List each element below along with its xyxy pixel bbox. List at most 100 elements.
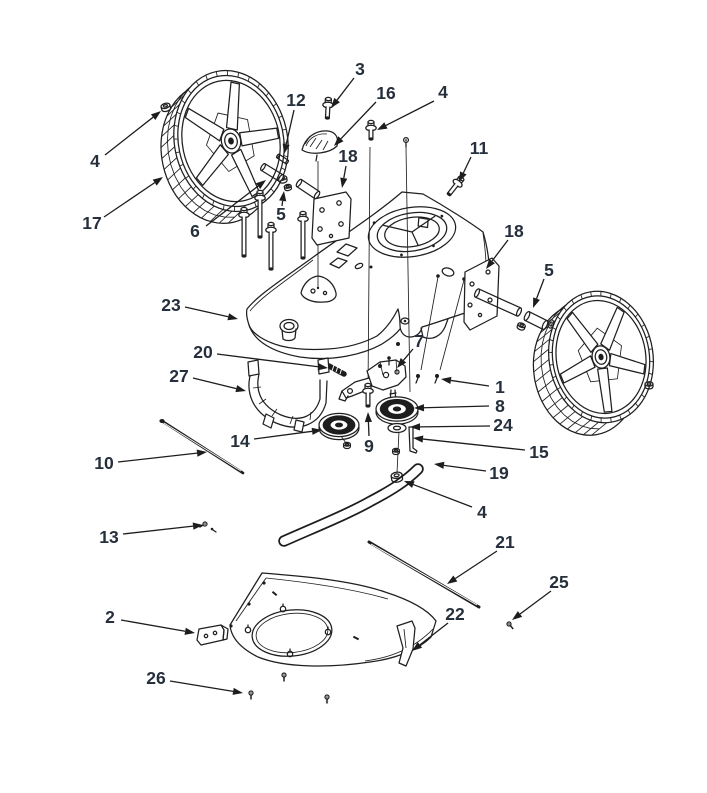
control-rod (159, 419, 245, 475)
callout-10: 10 (94, 449, 207, 473)
arrowhead (404, 481, 415, 488)
callout-11: 11 (459, 138, 489, 182)
arrowhead (533, 297, 540, 308)
callout-1: 1 (441, 376, 505, 397)
leader-line (117, 452, 198, 463)
axle-tube-right (473, 288, 523, 317)
arrowhead (486, 258, 495, 269)
axle-tube-left (295, 178, 321, 200)
leader-line (343, 165, 347, 179)
part-number: 1 (495, 377, 505, 397)
callout-5: 5 (276, 191, 287, 224)
leader-line (205, 185, 259, 227)
leader-line (519, 590, 552, 615)
callout-23: 23 (161, 295, 238, 321)
screw-26 (281, 672, 287, 682)
leader-line (422, 438, 526, 451)
cable-rod (367, 540, 481, 609)
part-number: 3 (355, 59, 365, 79)
mower-deck-housing (245, 191, 491, 360)
leader-line (462, 156, 472, 174)
arrowhead (441, 376, 452, 385)
height-adjuster-bracket-right (463, 257, 500, 331)
callout-9: 9 (364, 412, 374, 456)
leader-line (454, 550, 498, 580)
screw-4-top (365, 119, 377, 141)
part-number: 15 (529, 442, 549, 462)
nut-5 (516, 322, 526, 331)
leader-line (402, 348, 414, 361)
arrowhead (414, 404, 425, 412)
part-number: 8 (495, 396, 505, 416)
arrowhead (340, 177, 348, 188)
leader-line (419, 425, 491, 428)
callout-15: 15 (413, 435, 549, 462)
arrowhead (317, 363, 328, 371)
leader-line (253, 430, 313, 440)
screw-b (402, 136, 410, 148)
arrowhead (150, 111, 161, 121)
part-number: 26 (146, 668, 166, 688)
leader-line (216, 353, 319, 368)
part-number: 18 (338, 146, 358, 166)
wheel-bolt (254, 189, 266, 239)
wheel-bolt (238, 206, 250, 258)
callout-14: 14 (230, 427, 322, 451)
leader-line (419, 622, 449, 646)
arrowhead (184, 627, 195, 635)
screw-26 (248, 690, 254, 700)
leader-line (535, 278, 545, 299)
height-adjuster-bracket-left (311, 191, 352, 246)
part-number: 13 (99, 527, 119, 547)
arrowhead (196, 449, 207, 457)
arrowhead (227, 313, 238, 321)
leader-line (169, 680, 234, 693)
leader-line (192, 377, 237, 390)
leader-line (104, 116, 154, 156)
callout-6: 6 (190, 180, 266, 241)
deck-surface-details (279, 243, 466, 342)
right-wheel (532, 290, 655, 436)
rear-flap (396, 620, 416, 667)
part-number: 25 (549, 572, 569, 592)
part-number: 11 (470, 138, 489, 158)
shoulder-pin (408, 426, 418, 454)
part-number: 24 (493, 415, 513, 435)
callout-19: 19 (434, 461, 509, 483)
wheel-bolt (265, 221, 277, 271)
arrowhead (459, 171, 467, 182)
callout-17: 17 (82, 177, 163, 233)
arrowhead (397, 358, 407, 368)
callout-7: 7 (397, 331, 424, 368)
callout-16: 16 (334, 83, 396, 146)
arrowhead (235, 385, 246, 393)
leader-line (450, 379, 490, 387)
washer-24 (387, 422, 407, 434)
leader-line (413, 483, 473, 508)
brake-bracket (338, 342, 407, 405)
part-number: 4 (477, 502, 487, 522)
part-number: 9 (364, 436, 374, 456)
belt-cover (301, 130, 339, 162)
part-number: 6 (190, 221, 200, 241)
callout-13: 13 (99, 522, 203, 547)
leader-line (367, 421, 370, 437)
arrowhead (512, 611, 523, 620)
arrowhead (279, 191, 287, 202)
leader-line (340, 101, 377, 140)
leader-line (385, 100, 435, 127)
deck-screws (415, 374, 439, 384)
pin-12 (275, 153, 290, 165)
pan-screw-holes (244, 603, 332, 658)
callout-3: 3 (331, 59, 365, 108)
callout-26: 26 (146, 668, 243, 695)
leader-line (336, 77, 355, 101)
leader-line (281, 200, 284, 207)
part-number: 16 (376, 83, 396, 103)
part-number: 18 (504, 221, 524, 241)
callout-5: 5 (533, 260, 554, 308)
flange-nut-4 (160, 102, 172, 113)
arrowhead (434, 461, 445, 469)
belt-keeper (247, 357, 330, 433)
